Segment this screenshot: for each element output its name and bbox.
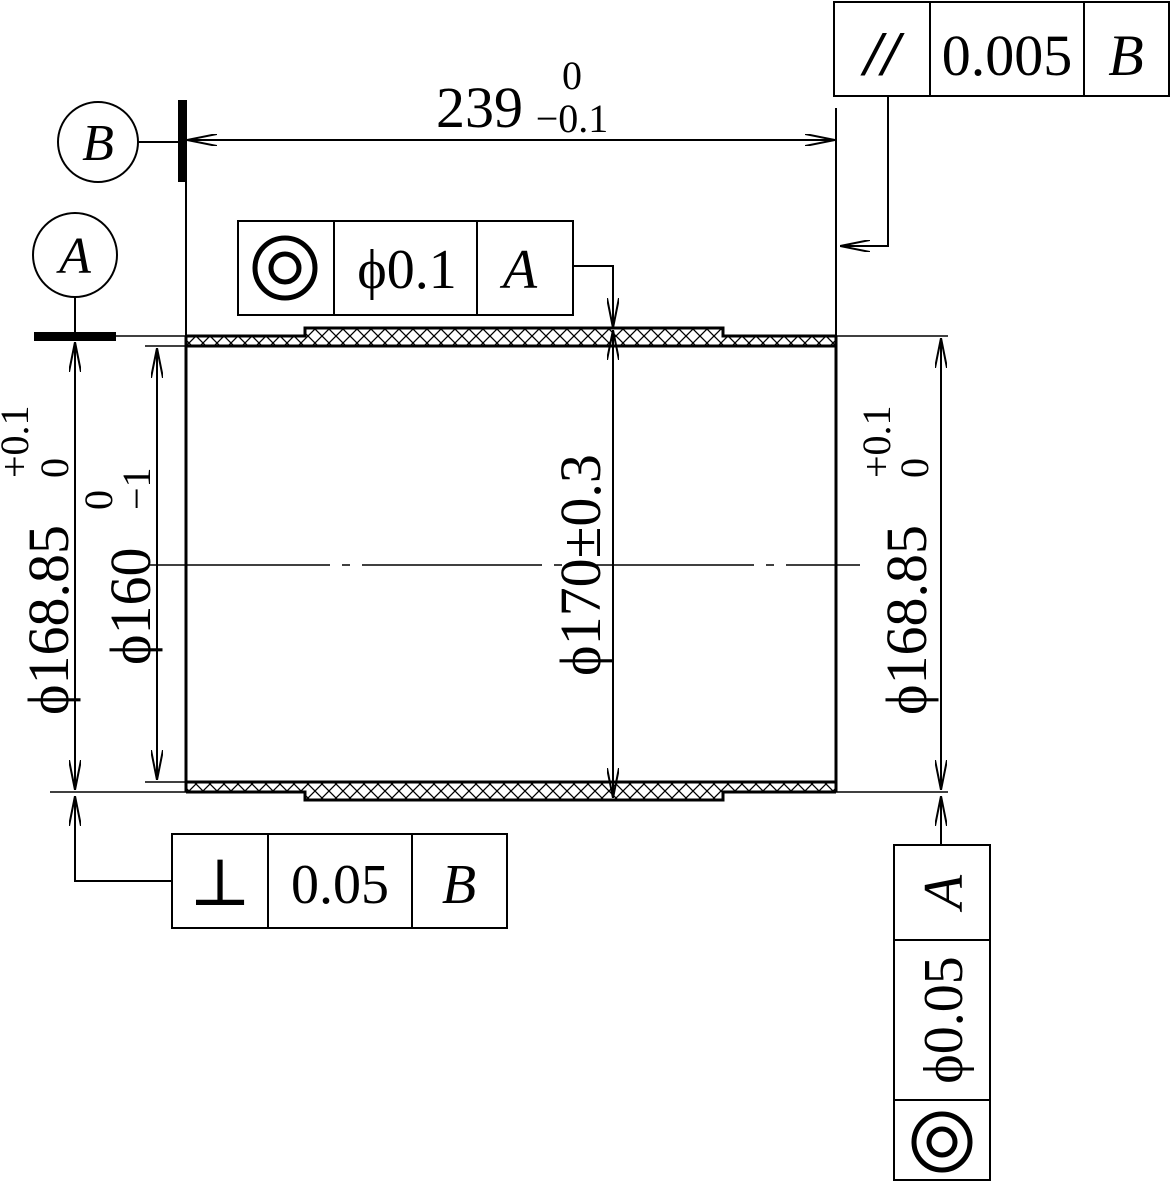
length-upper-tol: 0 (562, 53, 582, 98)
concentricity-tolerance: ϕ0.1 (357, 239, 456, 301)
parallelism-symbol: // (860, 18, 905, 89)
bottom-outer-edge (186, 790, 836, 802)
bore-lower-tol: −1 (114, 467, 159, 510)
bore-upper-tol: 0 (76, 490, 121, 510)
part-body (150, 326, 860, 802)
parallelism-leader (840, 96, 889, 246)
concentricity-icon (911, 1111, 973, 1173)
top-outer-edge (186, 326, 836, 338)
perpendicularity-tolerance: 0.05 (291, 854, 389, 916)
left-od-dimension: ϕ168.85 +0.1 0 (0, 342, 186, 793)
left-od-upper-tol: +0.1 (0, 405, 37, 478)
coaxiality-tolerance: ϕ0.05 (913, 956, 975, 1083)
fcf-perpendicularity: ⊥ 0.05 B (75, 796, 508, 929)
length-lower-tol: −0.1 (536, 96, 609, 141)
concentricity-leader (573, 265, 613, 328)
fcf-parallelism-frame (833, 1, 1170, 97)
parallelism-tolerance: 0.005 (942, 23, 1073, 88)
concentricity-icon (252, 235, 318, 301)
length-dimension: 239 0 −0.1 (187, 53, 837, 336)
mid-od-text: ϕ170±0.3 (548, 454, 613, 676)
bottom-band-hatch (305, 792, 723, 800)
parallelism-datum: B (1108, 23, 1143, 88)
coaxiality-datum: A (913, 874, 975, 913)
datum-a: A (32, 212, 186, 341)
length-nominal: 239 (436, 75, 523, 140)
left-od-lower-tol: 0 (32, 458, 77, 478)
right-od-lower-tol: 0 (892, 458, 937, 478)
datum-a-letter: A (56, 228, 91, 285)
right-od-nominal: ϕ168.85 (874, 525, 939, 715)
fcf-concentricity-frame (237, 220, 574, 316)
top-wall-hatch (186, 336, 836, 346)
right-od-dimension: ϕ168.85 +0.1 0 (836, 335, 948, 793)
perpendicularity-datum: B (442, 854, 476, 916)
fcf-concentricity: ϕ0.1 A (237, 220, 613, 328)
concentricity-datum: A (499, 239, 538, 301)
datum-a-marker (34, 332, 116, 341)
right-od-upper-tol: +0.1 (854, 405, 899, 478)
datum-b-marker (178, 100, 187, 182)
left-od-nominal: ϕ168.85 (16, 525, 81, 715)
datum-b-letter: B (82, 115, 114, 172)
bore-nominal: ϕ160 (98, 547, 163, 665)
bottom-wall-hatch (186, 782, 836, 792)
mid-od-dimension: ϕ170±0.3 (548, 330, 613, 798)
bore-dimension: ϕ160 0 −1 (76, 345, 186, 783)
datum-b: B (57, 100, 187, 336)
fcf-parallelism: // 0.005 B (833, 1, 1170, 246)
top-band-hatch (305, 328, 723, 336)
perpendicularity-symbol: ⊥ (189, 847, 251, 920)
fcf-coaxiality: A ϕ0.05 (893, 796, 991, 1181)
perpendicularity-leader (75, 796, 172, 882)
